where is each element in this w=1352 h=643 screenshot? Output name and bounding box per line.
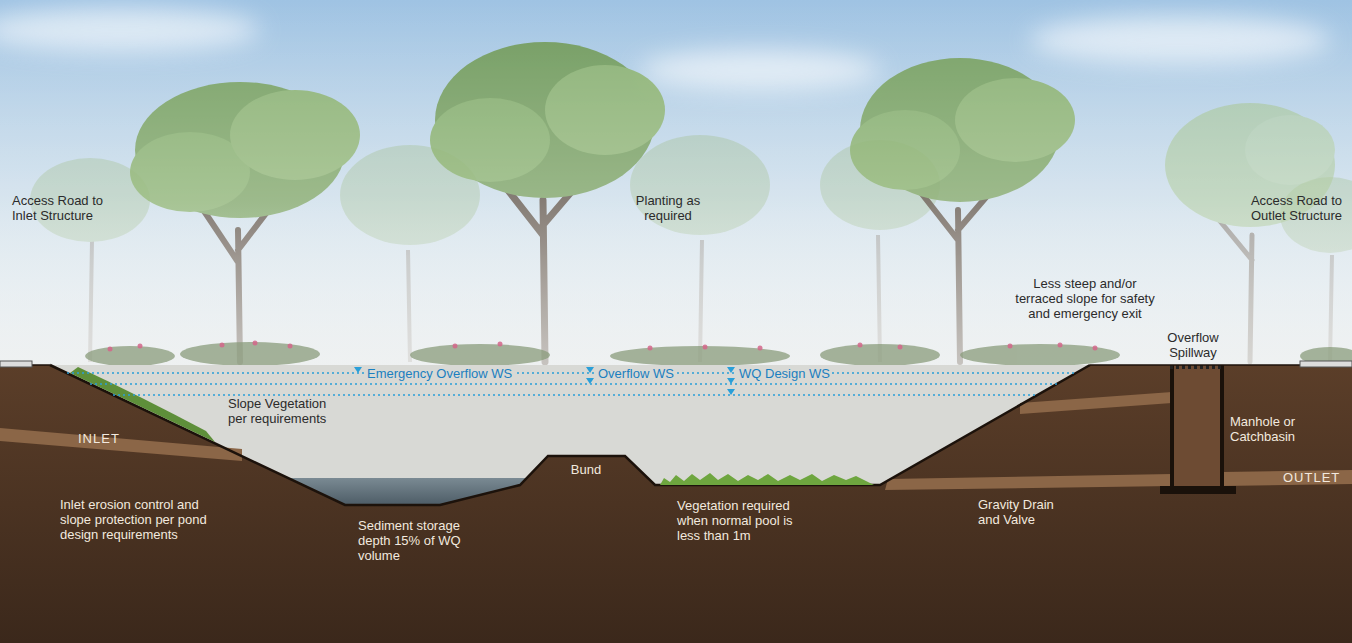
callout-label: Less steep and/or terraced slope for saf…	[1012, 276, 1158, 321]
overflow-pipe	[1020, 392, 1172, 414]
bottom-vegetation	[660, 473, 874, 485]
access-road	[0, 361, 32, 367]
slope-grass	[70, 367, 215, 442]
callout-label: Access Road to Inlet Structure	[12, 193, 122, 223]
pipe-label: INLET	[78, 431, 120, 446]
ground	[0, 365, 1352, 643]
shrubs	[85, 341, 1352, 367]
pipe-label: OUTLET	[1283, 470, 1340, 485]
callout-label: Sediment storage depth 15% of WQ volume	[358, 518, 473, 563]
water-level-markers	[354, 367, 735, 395]
manhole	[1160, 365, 1236, 494]
callout-label: Access Road to Outlet Structure	[1232, 193, 1342, 223]
callout-label: Vegetation required when normal pool is …	[677, 498, 799, 543]
part-label: Manhole or Catchbasin	[1230, 414, 1310, 444]
callout-label: Planting as required	[628, 193, 708, 223]
part-label: Bund	[571, 462, 601, 477]
access-road	[1300, 361, 1352, 367]
pond-profile	[50, 365, 1090, 505]
callout-label: Gravity Drain and Valve	[978, 497, 1063, 527]
callout-label: Slope Vegetation per requirements	[228, 396, 340, 426]
mist	[0, 0, 1352, 366]
outlet-pipe	[1222, 470, 1352, 486]
callout-label: Overflow Spillway	[1158, 330, 1228, 360]
callout-label: Inlet erosion control and slope protecti…	[60, 497, 215, 542]
water-level-label: Overflow WS	[596, 366, 676, 381]
water-level-label: WQ Design WS	[737, 366, 832, 381]
sky	[0, 0, 1352, 370]
water-levels	[67, 373, 1076, 395]
water-level-label: Emergency Overflow WS	[365, 366, 514, 381]
gravity-drain	[885, 474, 1172, 490]
